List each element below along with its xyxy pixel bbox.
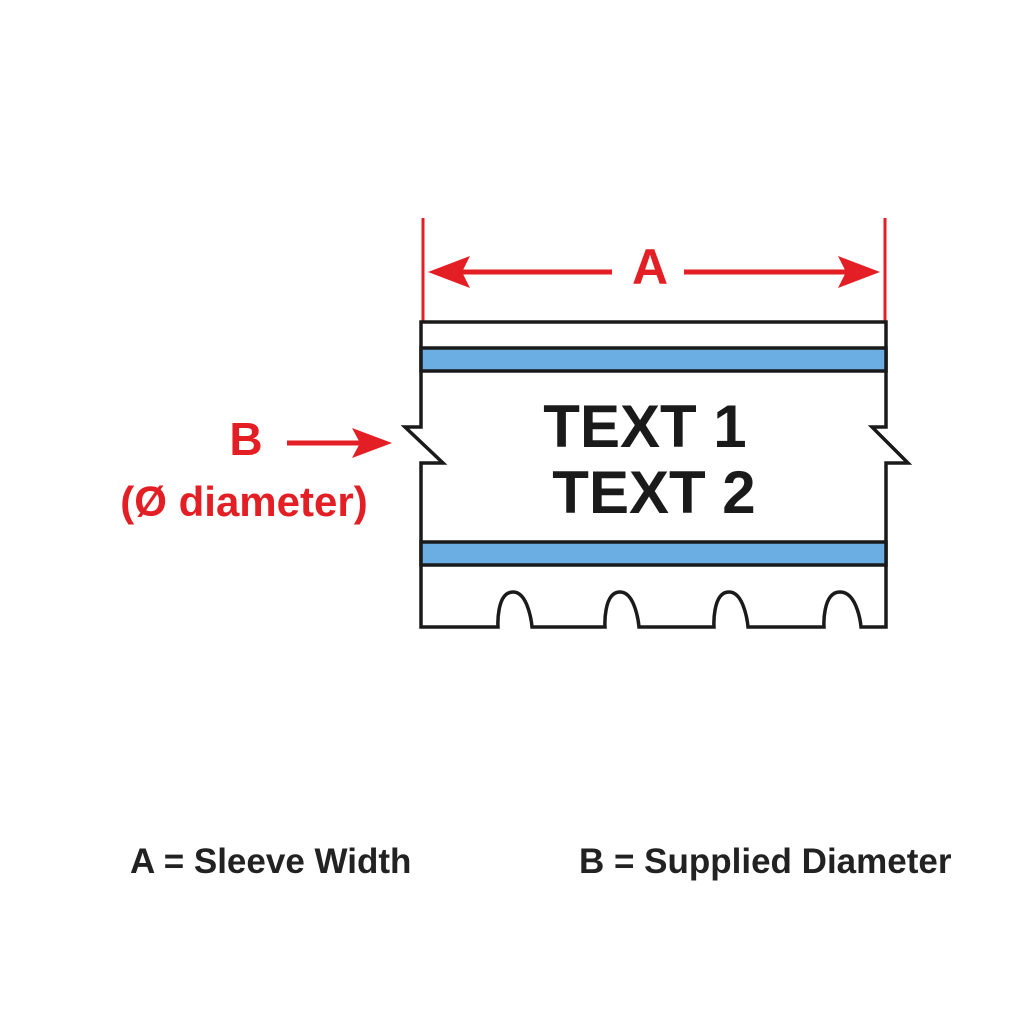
sleeve-text-line-1: TEXT 1: [543, 393, 746, 460]
top-blue-stripe: [419, 346, 888, 373]
dimension-b-label: B: [229, 413, 262, 465]
legend-sleeve-width: A = Sleeve Width: [130, 842, 412, 881]
sleeve-text-line-2: TEXT 2: [552, 459, 755, 526]
bottom-blue-stripe: [419, 540, 888, 567]
legend-supplied-diameter: B = Supplied Diameter: [579, 842, 952, 881]
dimension-a-right-arrow: [684, 256, 880, 288]
dimension-b-sublabel: (Ø diameter): [120, 478, 367, 525]
dimension-a-label: A: [632, 239, 668, 295]
dimension-a-left-arrow: [428, 256, 612, 288]
dimension-b-arrow: [287, 428, 392, 458]
